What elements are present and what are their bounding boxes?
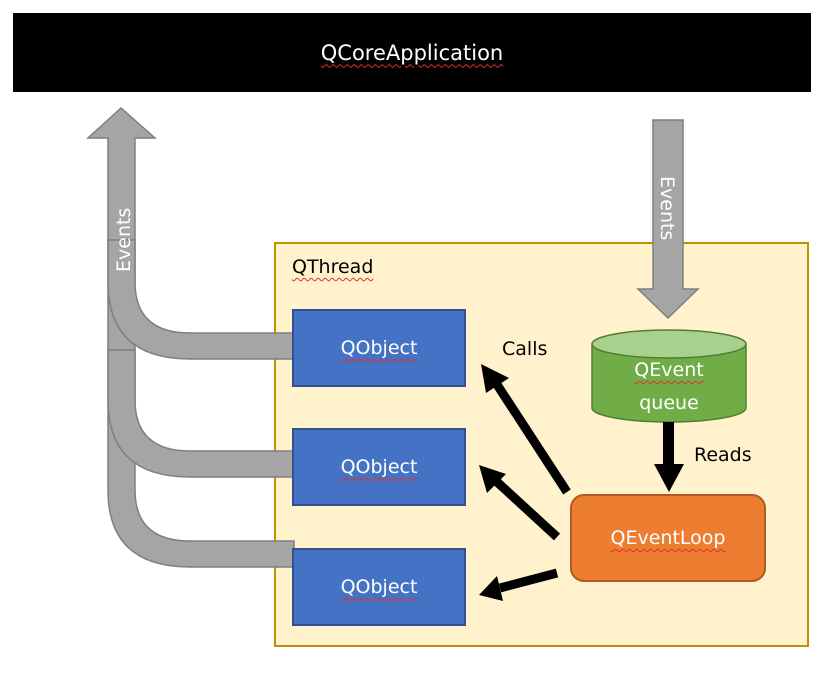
qobject-label-3: QObject: [340, 576, 418, 598]
calls-arrow-2: [492, 477, 561, 541]
calls-label: Calls: [502, 338, 548, 360]
events-up-branch-2: [107, 349, 295, 478]
reads-label: Reads: [694, 444, 752, 466]
calls-arrow-1: [492, 380, 571, 495]
qevent-queue-cylinder: [591, 329, 747, 423]
reads-arrow: [654, 422, 684, 492]
events-down-arrow: [636, 119, 700, 320]
events-down-label: Events: [656, 176, 678, 240]
qobject-box-3: QObject: [292, 548, 466, 626]
qevent-queue-line2: queue: [639, 392, 699, 414]
qobject-box-2: QObject: [292, 428, 466, 506]
qcoreapplication-label: QCoreApplication: [320, 40, 504, 65]
qeventloop-box: QEventLoop: [570, 494, 766, 582]
qevent-queue-label: QEvent queue: [592, 354, 746, 420]
qthread-label: QThread: [292, 256, 374, 278]
events-up-arrow: [86, 106, 295, 568]
events-up-label: Events: [113, 208, 135, 272]
events-up-branch-1: [107, 239, 295, 360]
qobject-label-1: QObject: [340, 337, 418, 359]
qeventloop-label: QEventLoop: [610, 527, 726, 549]
calls-arrow-3: [498, 568, 559, 593]
qevent-queue-line1: QEvent: [634, 359, 704, 381]
qcoreapplication-box: QCoreApplication: [13, 13, 811, 92]
calls-arrows: [479, 364, 571, 601]
qobject-box-1: QObject: [292, 309, 466, 387]
qobject-label-2: QObject: [340, 456, 418, 478]
